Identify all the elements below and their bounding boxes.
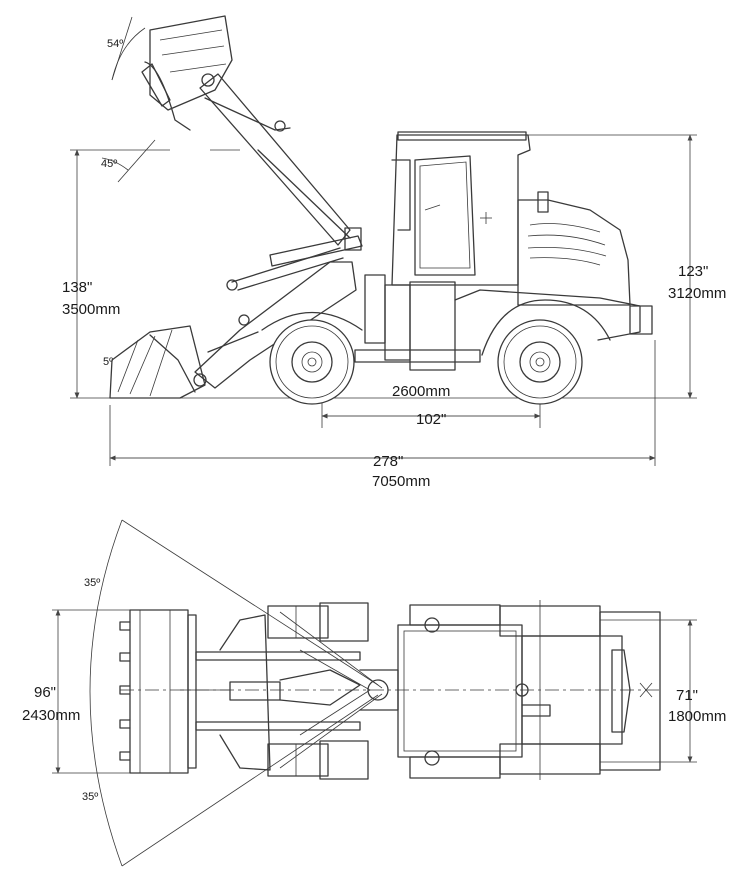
top-view: 35º 35º 96" 2430mm 71" 1800mm <box>22 519 726 867</box>
overall-length-mm: 7050mm <box>372 473 430 490</box>
track-width-dimension <box>600 619 697 763</box>
raised-bucket <box>141 15 233 111</box>
rear-wheel <box>497 319 583 405</box>
track-width-inches: 71" <box>676 687 698 704</box>
overall-length-dimension <box>109 340 656 466</box>
rear-section-top <box>499 600 661 780</box>
steer-angle-top-label: 35º <box>84 577 100 589</box>
front-fender <box>261 311 363 331</box>
overall-height-inches: 123" <box>678 263 708 280</box>
wheelbase-mm: 2600mm <box>392 383 450 400</box>
bucket-top <box>119 609 197 774</box>
side-view: 138" 3500mm 123" 3120mm 2600mm 102" 278"… <box>62 15 726 490</box>
wheelbase-inches: 102" <box>416 411 446 428</box>
overall-length-inches: 278" <box>373 453 403 470</box>
cab <box>391 131 531 286</box>
steer-angle-bottom-label: 35º <box>82 791 98 803</box>
raised-lift-arm <box>144 61 351 246</box>
loader-arms-top <box>180 614 371 771</box>
lift-height-inches: 138" <box>62 279 92 296</box>
rear-frame-top <box>397 604 551 779</box>
front-wheels-top <box>267 602 369 780</box>
bucket-width-inches: 96" <box>34 684 56 701</box>
lowered-lift-arm <box>194 227 363 389</box>
bucket-width-dimension <box>52 609 130 774</box>
overall-height-mm: 3120mm <box>668 285 726 302</box>
bucket-teeth <box>119 621 131 761</box>
engine-hood <box>517 191 631 306</box>
overall-height-dimension <box>528 134 697 399</box>
lift-height-dimension <box>70 149 240 399</box>
rear-fender <box>481 299 611 356</box>
track-width-mm: 1800mm <box>668 708 726 725</box>
bucket-width-mm: 2430mm <box>22 707 80 724</box>
lift-height-mm: 3500mm <box>62 301 120 318</box>
chassis <box>354 274 653 371</box>
ground-angle-label: 5º <box>103 356 113 368</box>
front-wheel <box>269 319 355 405</box>
steer-angle-lines <box>89 519 383 867</box>
lowered-bucket <box>109 325 207 399</box>
rollback-angle-label: 54º <box>107 38 123 50</box>
